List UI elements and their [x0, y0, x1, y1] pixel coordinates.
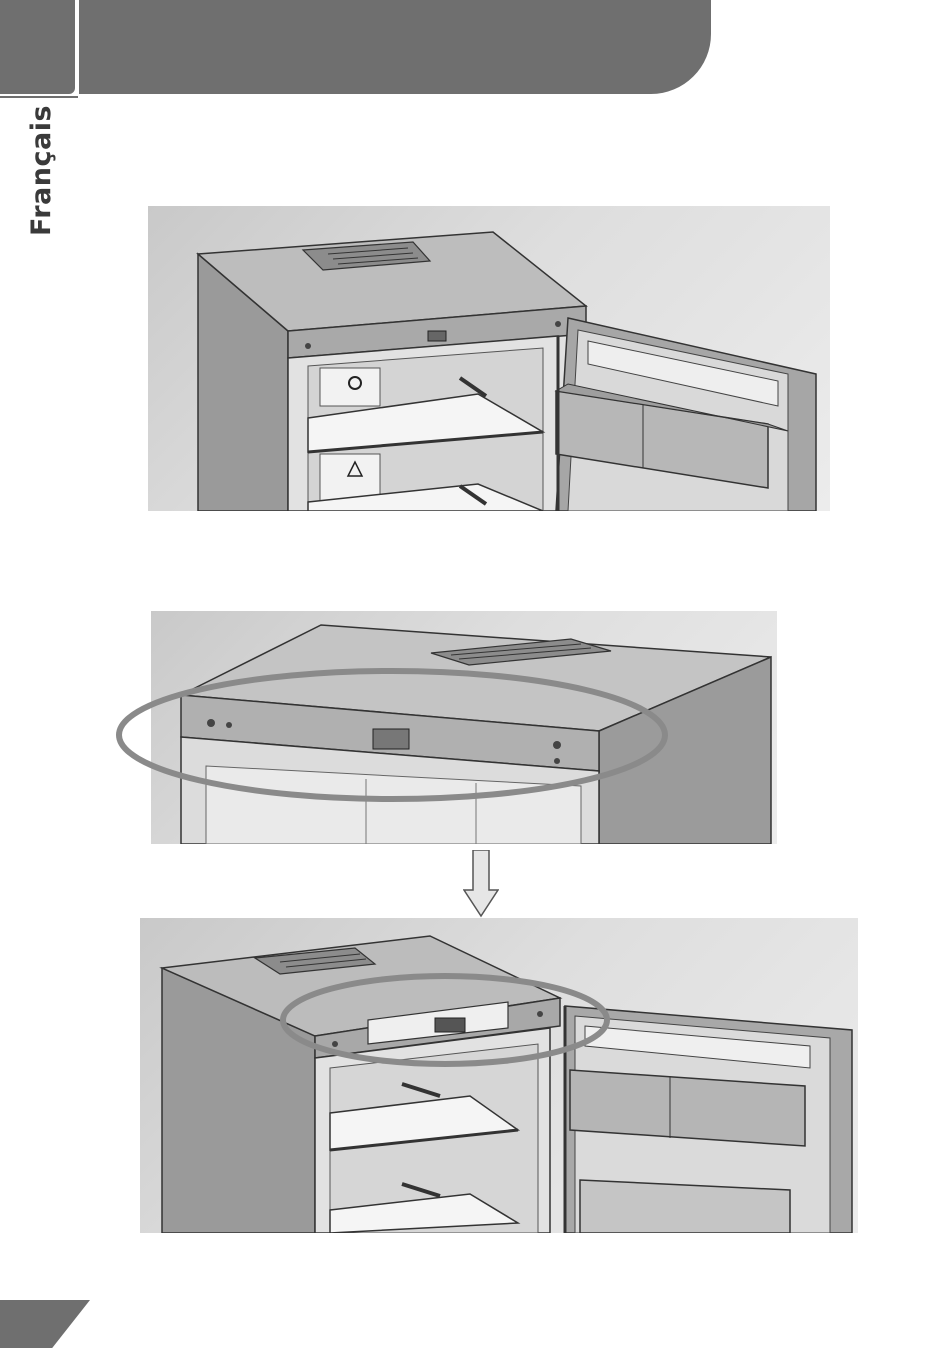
figure-top-frame: [151, 611, 777, 844]
header-band: [79, 0, 711, 94]
header-tab-left: [0, 0, 75, 94]
language-label: Français: [26, 105, 57, 236]
figure-control-box: [140, 918, 858, 1233]
header-rule: [0, 96, 78, 98]
figure-fridge-open: [148, 206, 830, 511]
down-arrow-icon: [463, 850, 499, 918]
footer-tab: [0, 1300, 90, 1348]
